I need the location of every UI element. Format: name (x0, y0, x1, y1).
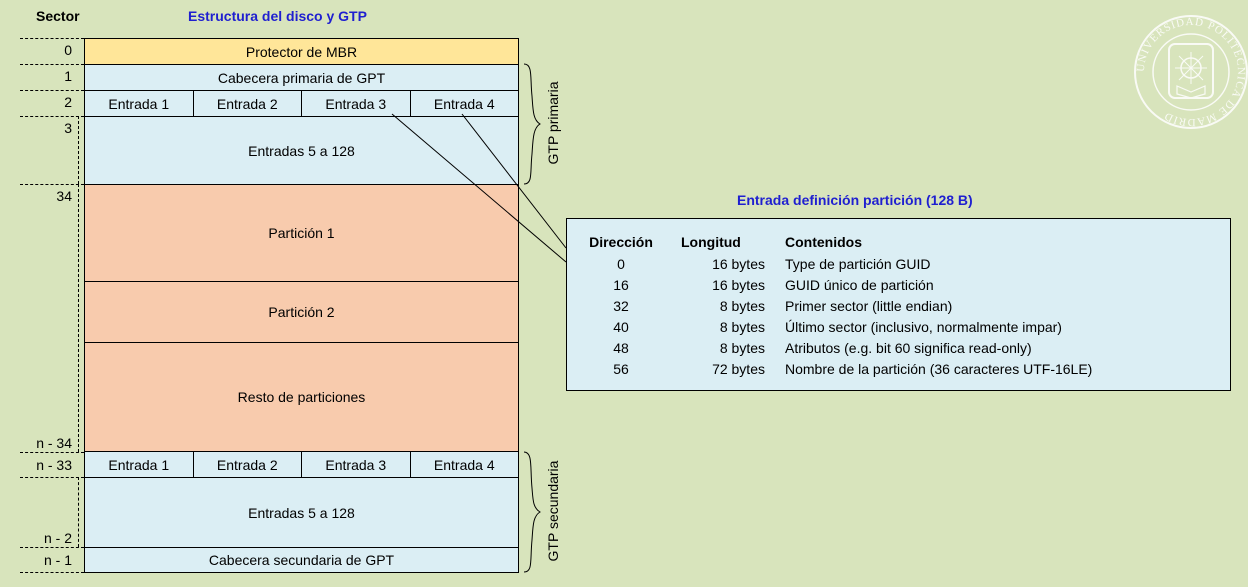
sector-number: 3 (64, 120, 72, 136)
sector-number: 1 (64, 68, 72, 84)
partition-2-label: Partición 2 (268, 304, 335, 320)
sector-number: 0 (64, 42, 72, 58)
cell-length: 8 bytes (719, 340, 765, 356)
entry-cell: Entrada 2 (194, 452, 302, 477)
university-seal: UNIVERSIDAD POLITECNICA DE MADRID (1134, 15, 1248, 129)
entries-5-128-label: Entradas 5 a 128 (248, 142, 355, 159)
cell-contents: Atributos (e.g. bit 60 significa read-on… (785, 340, 1032, 356)
cell-length: 16 bytes (712, 277, 765, 293)
sector-boundary-line (20, 452, 84, 453)
entry-cell: Entrada 4 (433, 456, 495, 473)
table-row: 40 8 bytes Último sector (inclusivo, nor… (567, 319, 1230, 339)
partition-entry-table: Dirección Longitud Contenidos 0 16 bytes… (566, 218, 1231, 391)
sector-range-line (78, 477, 79, 547)
secondary-entries-5-128-block: Entradas 5 a 128 (84, 477, 519, 548)
entry-cell: Entrada 1 (85, 452, 194, 477)
sector-range-line (78, 184, 79, 452)
table-row: 56 72 bytes Nombre de la partición (36 c… (567, 361, 1230, 381)
primary-entries-5-128-block: Entradas 5 a 128 (84, 116, 519, 185)
primary-brace (523, 63, 542, 185)
cell-contents: Primer sector (little endian) (785, 298, 953, 314)
mbr-label: Protector de MBR (245, 43, 358, 60)
entry-cell: Entrada 1 (85, 91, 194, 116)
sector-column-header: Sector (36, 8, 80, 24)
rest-partitions-block: Resto de particiones (84, 342, 519, 452)
table-header-row: Dirección Longitud Contenidos (567, 234, 1230, 254)
sector-boundary-line (20, 38, 84, 39)
entry-cell: Entrada 3 (302, 91, 411, 116)
primary-entries-row: Entrada 1 Entrada 2 Entrada 3 Entrada 4 (84, 90, 519, 117)
primary-header-label: Cabecera primaria de GPT (217, 69, 386, 86)
gtp-primary-label: GTP primaria (545, 81, 561, 165)
connector-line (391, 113, 567, 263)
entry-definition-title: Entrada definición partición (128 B) (737, 192, 973, 208)
sector-range-line (78, 116, 79, 184)
sector-number: n - 33 (36, 457, 72, 473)
sector-boundary-line (20, 90, 84, 91)
sector-boundary-line (20, 116, 84, 117)
cell-contents: Nombre de la partición (36 caracteres UT… (785, 361, 1093, 377)
secondary-header-label: Cabecera secundaria de GPT (208, 552, 395, 568)
primary-header-block: Cabecera primaria de GPT (84, 64, 519, 91)
cell-length: 72 bytes (712, 361, 765, 377)
disk-structure-title: Estructura del disco y GTP (188, 8, 367, 24)
secondary-entries-row: Entrada 1 Entrada 2 Entrada 3 Entrada 4 (84, 451, 519, 478)
sector-number: 2 (64, 94, 72, 110)
sector-boundary-line (20, 184, 84, 185)
cell-contents: Último sector (inclusivo, normalmente im… (785, 319, 1062, 335)
sector-boundary-line (20, 572, 84, 573)
gtp-secondary-label: GTP secundaria (545, 460, 561, 562)
sector-number: n - 1 (43, 552, 72, 568)
table-row: 32 8 bytes Primer sector (little endian) (567, 298, 1230, 318)
table-row: 0 16 bytes Type de partición GUID (567, 256, 1230, 276)
cell-contents: GUID único de partición (785, 277, 934, 293)
secondary-brace (523, 451, 542, 573)
sector-boundary-line (20, 64, 84, 65)
header-contents: Contenidos (785, 234, 862, 250)
cell-address: 32 (613, 298, 629, 314)
sector-number: n - 34 (36, 435, 72, 451)
partition-2-block: Partición 2 (84, 281, 519, 343)
header-address: Dirección (589, 234, 653, 250)
cell-address: 48 (613, 340, 629, 356)
table-row: 16 16 bytes GUID único de partición (567, 277, 1230, 297)
entry-cell: Entrada 2 (194, 91, 302, 116)
sector-boundary-line (20, 547, 84, 548)
sector-boundary-line (20, 477, 84, 478)
partition-1-block: Partición 1 (84, 184, 519, 282)
cell-length: 16 bytes (712, 256, 765, 272)
header-length: Longitud (681, 234, 741, 250)
cell-address: 40 (613, 319, 629, 335)
cell-contents: Type de partición GUID (785, 256, 931, 272)
cell-address: 56 (613, 361, 629, 377)
entries-5-128-label: Entradas 5 a 128 (248, 504, 355, 521)
secondary-header-block: Cabecera secundaria de GPT (84, 547, 519, 573)
partition-1-label: Partición 1 (268, 225, 335, 241)
mbr-block: Protector de MBR (84, 38, 519, 65)
table-row: 48 8 bytes Atributos (e.g. bit 60 signif… (567, 340, 1230, 360)
rest-partitions-label: Resto de particiones (237, 389, 366, 405)
sector-number: 34 (56, 188, 72, 204)
cell-address: 0 (617, 256, 625, 272)
entry-cell: Entrada 4 (433, 95, 495, 112)
cell-length: 8 bytes (719, 319, 765, 335)
cell-address: 16 (613, 277, 629, 293)
cell-length: 8 bytes (719, 298, 765, 314)
connector-line (461, 113, 567, 249)
sector-number: n - 2 (43, 530, 72, 546)
entry-cell: Entrada 3 (302, 452, 411, 477)
